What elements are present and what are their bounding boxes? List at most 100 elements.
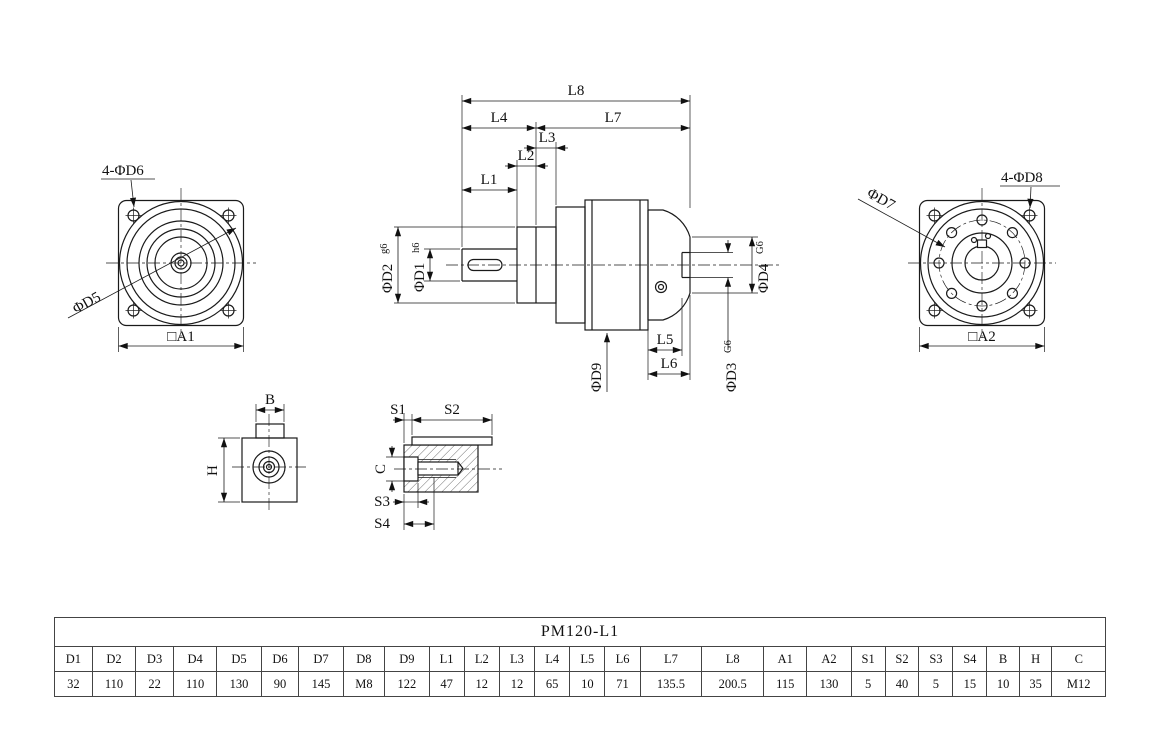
shaft-end-extension-lines — [218, 404, 285, 503]
table-header-cell: S1 — [850, 646, 886, 672]
table-value-cell: 115 — [763, 671, 808, 697]
table-title: PM120-L1 — [54, 617, 1106, 647]
table-header-cell: L8 — [701, 646, 765, 672]
shaft-end-outline — [241, 423, 298, 503]
table-value-cell: 47 — [428, 671, 465, 697]
dim-d3-tolerance: G6 — [723, 340, 734, 353]
table-header-cell: C — [1051, 646, 1106, 672]
table-header-cell: D2 — [91, 646, 137, 672]
rear-view-dimension-lines — [857, 186, 1045, 350]
table-value-cell: 15 — [952, 671, 988, 697]
table-header-cell: D4 — [172, 646, 218, 672]
table-value-cell: 135.5 — [639, 671, 703, 697]
dim-s3: S3 — [374, 494, 390, 510]
table-value-cell: 5 — [850, 671, 886, 697]
table-value-cell: 65 — [534, 671, 571, 697]
section-view: L8 L4 L7 L3 L2 L1 L5 L6 ΦD2 g6 ΦD1 h6 ΦD… — [379, 83, 782, 392]
dim-d1-tolerance: h6 — [411, 243, 422, 254]
rear-square-label: □A2 — [968, 329, 995, 345]
dim-d2-tolerance: g6 — [379, 244, 390, 255]
table-header-cell: L3 — [498, 646, 536, 672]
rear-view-centerlines — [908, 188, 1056, 338]
dim-l6: L6 — [661, 356, 678, 372]
table-value-cell: 12 — [463, 671, 500, 697]
key-section-dimension-lines — [388, 416, 492, 528]
rear-holes-label: 4-ΦD8 — [1001, 170, 1043, 186]
table-header-cell: S4 — [952, 646, 988, 672]
table-header-cell: D9 — [384, 646, 430, 672]
table-value-cell: 12 — [498, 671, 536, 697]
table-value-cell: 110 — [91, 671, 137, 697]
dim-b: B — [265, 392, 275, 408]
table-value-cell: 71 — [604, 671, 641, 697]
dim-d3: ΦD3 — [724, 363, 740, 392]
table-header-cell: D1 — [54, 646, 93, 672]
table-value-cell: 200.5 — [701, 671, 765, 697]
key-section-view: S1 S2 C S3 S4 — [373, 402, 502, 532]
rear-view: ΦD7 4-ΦD8 □A2 — [857, 170, 1060, 352]
table-header-cell: L7 — [639, 646, 703, 672]
table-header-cell: L2 — [463, 646, 500, 672]
dim-l4: L4 — [491, 110, 508, 126]
rear-view-extension-lines — [919, 185, 1060, 352]
table-header-cell: H — [1018, 646, 1053, 672]
table-header-cell: A2 — [806, 646, 852, 672]
dim-d4: ΦD4 — [756, 263, 772, 293]
table-value-cell: 145 — [298, 671, 344, 697]
dim-l7: L7 — [605, 110, 622, 126]
section-dimension-lines — [394, 97, 756, 392]
dim-l1: L1 — [481, 172, 498, 188]
dim-l5: L5 — [657, 332, 674, 348]
front-view-centerlines — [106, 188, 256, 338]
table-header-cell: L5 — [569, 646, 606, 672]
dim-d4-tolerance: G6 — [755, 241, 766, 254]
technical-drawing: 4-ΦD6 ΦD5 □A1 — [67, 83, 1060, 532]
dim-h: H — [205, 465, 221, 476]
table-value-cell: M12 — [1051, 671, 1106, 697]
table-value-cell: 122 — [384, 671, 430, 697]
rear-view-hole-marks — [926, 207, 1038, 319]
rear-diameter-label: ΦD7 — [864, 186, 898, 214]
table-value-cell: 22 — [135, 671, 174, 697]
section-outline — [461, 199, 691, 331]
table-value-cell: 10 — [986, 671, 1020, 697]
table-header-cell: B — [986, 646, 1020, 672]
rear-keyway — [976, 239, 988, 249]
table-value-cell: 90 — [260, 671, 300, 697]
front-square-label: □A1 — [167, 329, 194, 345]
table-header-cell: A1 — [763, 646, 808, 672]
dim-l3: L3 — [539, 130, 556, 146]
table-header-cell: L4 — [534, 646, 571, 672]
front-view-dimension-lines — [67, 179, 244, 350]
shaft-end-centerlines — [232, 414, 306, 512]
front-view-extension-lines — [101, 178, 244, 352]
table-header-cell: D5 — [216, 646, 262, 672]
dim-d1: ΦD1 — [412, 263, 428, 292]
front-holes-label: 4-ΦD6 — [102, 163, 144, 179]
table-header-cell: S3 — [918, 646, 954, 672]
table-header-cell: D8 — [342, 646, 386, 672]
dim-c: C — [373, 464, 389, 474]
table-header-cell: S2 — [884, 646, 920, 672]
shaft-end-view: B H — [205, 392, 306, 512]
table-title-row: PM120-L1 — [54, 617, 1106, 647]
table-header-cell: D3 — [135, 646, 174, 672]
table-value-cell: 130 — [216, 671, 262, 697]
table-header-cell: L1 — [428, 646, 465, 672]
front-view: 4-ΦD6 ΦD5 □A1 — [67, 163, 256, 352]
table-header-cell: L6 — [604, 646, 641, 672]
table-value-cell: M8 — [342, 671, 386, 697]
table-value-cell: 35 — [1018, 671, 1053, 697]
dim-l2: L2 — [518, 148, 535, 164]
table-value-cell: 130 — [806, 671, 852, 697]
dim-d9: ΦD9 — [589, 363, 605, 392]
front-view-hole-marks — [125, 207, 237, 319]
front-diameter-label: ΦD5 — [70, 289, 103, 317]
table-header-cell: D6 — [260, 646, 300, 672]
table-value-cell: 32 — [54, 671, 93, 697]
section-extension-lines — [394, 95, 758, 380]
